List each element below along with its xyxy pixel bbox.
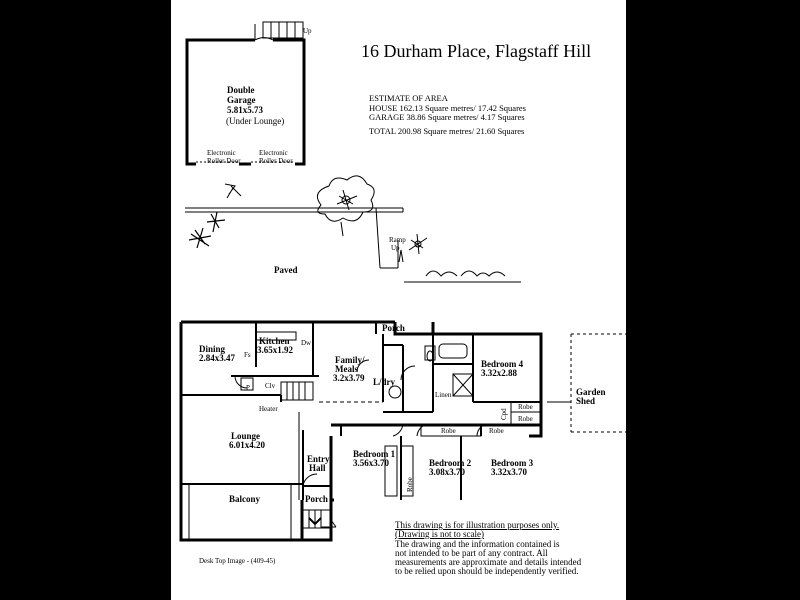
fixture-cpd: Cpd: [500, 408, 508, 420]
garage-name-2: Garage: [227, 95, 256, 105]
paved-label: Paved: [274, 265, 298, 275]
fixture-clv: Clv: [265, 382, 276, 390]
room-bed1-size: 3.56x3.70: [353, 458, 389, 468]
disclaimer-line5: measurements are approximate and details…: [395, 557, 582, 567]
garage-door-left-2: Roller Door: [207, 157, 241, 165]
area-garage: GARAGE 38.86 Square metres/ 4.17 Squares: [369, 112, 525, 122]
ramp-up-label: Up: [391, 244, 400, 252]
room-bed4-size: 3.32x2.88: [481, 368, 517, 378]
garage-note: (Under Lounge): [226, 116, 285, 126]
room-entry-2: Hall: [309, 463, 326, 473]
room-bed2: Bedroom 2: [429, 458, 472, 468]
ramp-label: Ramp: [389, 236, 406, 244]
room-dining-size: 2.84x3.47: [199, 353, 235, 363]
plant-right: [408, 233, 428, 255]
garden-shed-2: Shed: [576, 396, 596, 406]
fixture-dw: Dw: [301, 339, 312, 347]
room-bed2-size: 3.08x3.70: [429, 467, 465, 477]
room-bed3: Bedroom 3: [491, 458, 534, 468]
room-family-2: Meals: [335, 364, 358, 374]
disclaimer-line3: The drawing and the information containe…: [395, 539, 560, 549]
fixture-p: P: [246, 384, 250, 392]
room-ldry: L/dry: [373, 377, 396, 387]
page-title: 16 Durham Place, Flagstaff Hill: [361, 41, 592, 61]
area-total: TOTAL 200.98 Square metres/ 21.60 Square…: [369, 126, 525, 136]
room-family: Family/: [335, 355, 365, 365]
room-bed4: Bedroom 4: [481, 359, 524, 369]
house-outline: [179, 320, 543, 542]
garden-shed: [547, 333, 626, 433]
room-family-size: 3.2x3.79: [333, 373, 365, 383]
room-kitchen: Kitchen: [259, 336, 290, 346]
fixture-robe-side: Robe: [518, 415, 533, 423]
interior-walls: [181, 322, 541, 540]
garage-door-left-1: Electronic: [207, 149, 236, 157]
garage-door-right-1: Electronic: [259, 149, 288, 157]
room-porch-top: Porch: [382, 323, 405, 333]
tree-shrub: [224, 175, 375, 237]
floor-plan-drawing: [179, 21, 626, 542]
room-kitchen-size: 3.65x1.92: [257, 345, 293, 355]
disclaimer-line4: not intended to be part of any contract.…: [395, 548, 548, 558]
driveway-fence: [185, 207, 521, 283]
fixture-robe-b4: Robe: [518, 403, 533, 411]
garage-stairs-up: Up: [303, 27, 312, 35]
fixture-robe-bed1: Robe: [406, 477, 414, 492]
room-lounge-size: 6.01x4.20: [229, 440, 265, 450]
room-entry: Entry: [307, 454, 330, 464]
fixture-heater: Heater: [259, 405, 278, 413]
floor-plan-sheet: 16 Durham Place, Flagstaff Hill ESTIMATE…: [171, 0, 626, 600]
garage-walls: [185, 21, 306, 166]
room-porch-bottom: Porch: [305, 494, 328, 504]
room-bed3-size: 3.32x3.70: [491, 467, 527, 477]
footer-label: Desk Top Image - (409-45): [199, 557, 276, 565]
fixture-linen: Linen: [435, 391, 452, 399]
room-lounge: Lounge: [231, 431, 261, 441]
garage-name-1: Double: [227, 85, 255, 95]
room-balcony: Balcony: [229, 494, 261, 504]
fixture-fs: Fs: [244, 351, 251, 359]
fixture-robe-mid: Robe: [441, 427, 456, 435]
room-bed1: Bedroom 1: [353, 449, 396, 459]
room-dining: Dining: [199, 344, 226, 354]
disclaimer-line6: to be relied upon should be independentl…: [395, 566, 579, 576]
disclaimer-line2: (Drawing is not to scale): [395, 529, 484, 539]
area-heading: ESTIMATE OF AREA: [369, 93, 448, 103]
disclaimer-line1: This drawing is for illustration purpose…: [395, 520, 560, 530]
plant-left: [188, 211, 226, 249]
garage-door-right-2: Roller Door: [259, 157, 293, 165]
fixture-robe-top: Robe: [489, 427, 504, 435]
area-house: HOUSE 162.13 Square metres/ 17.42 Square…: [369, 103, 526, 113]
garage-size: 5.81x5.73: [227, 105, 263, 115]
garden-shed-1: Garden: [576, 387, 606, 397]
